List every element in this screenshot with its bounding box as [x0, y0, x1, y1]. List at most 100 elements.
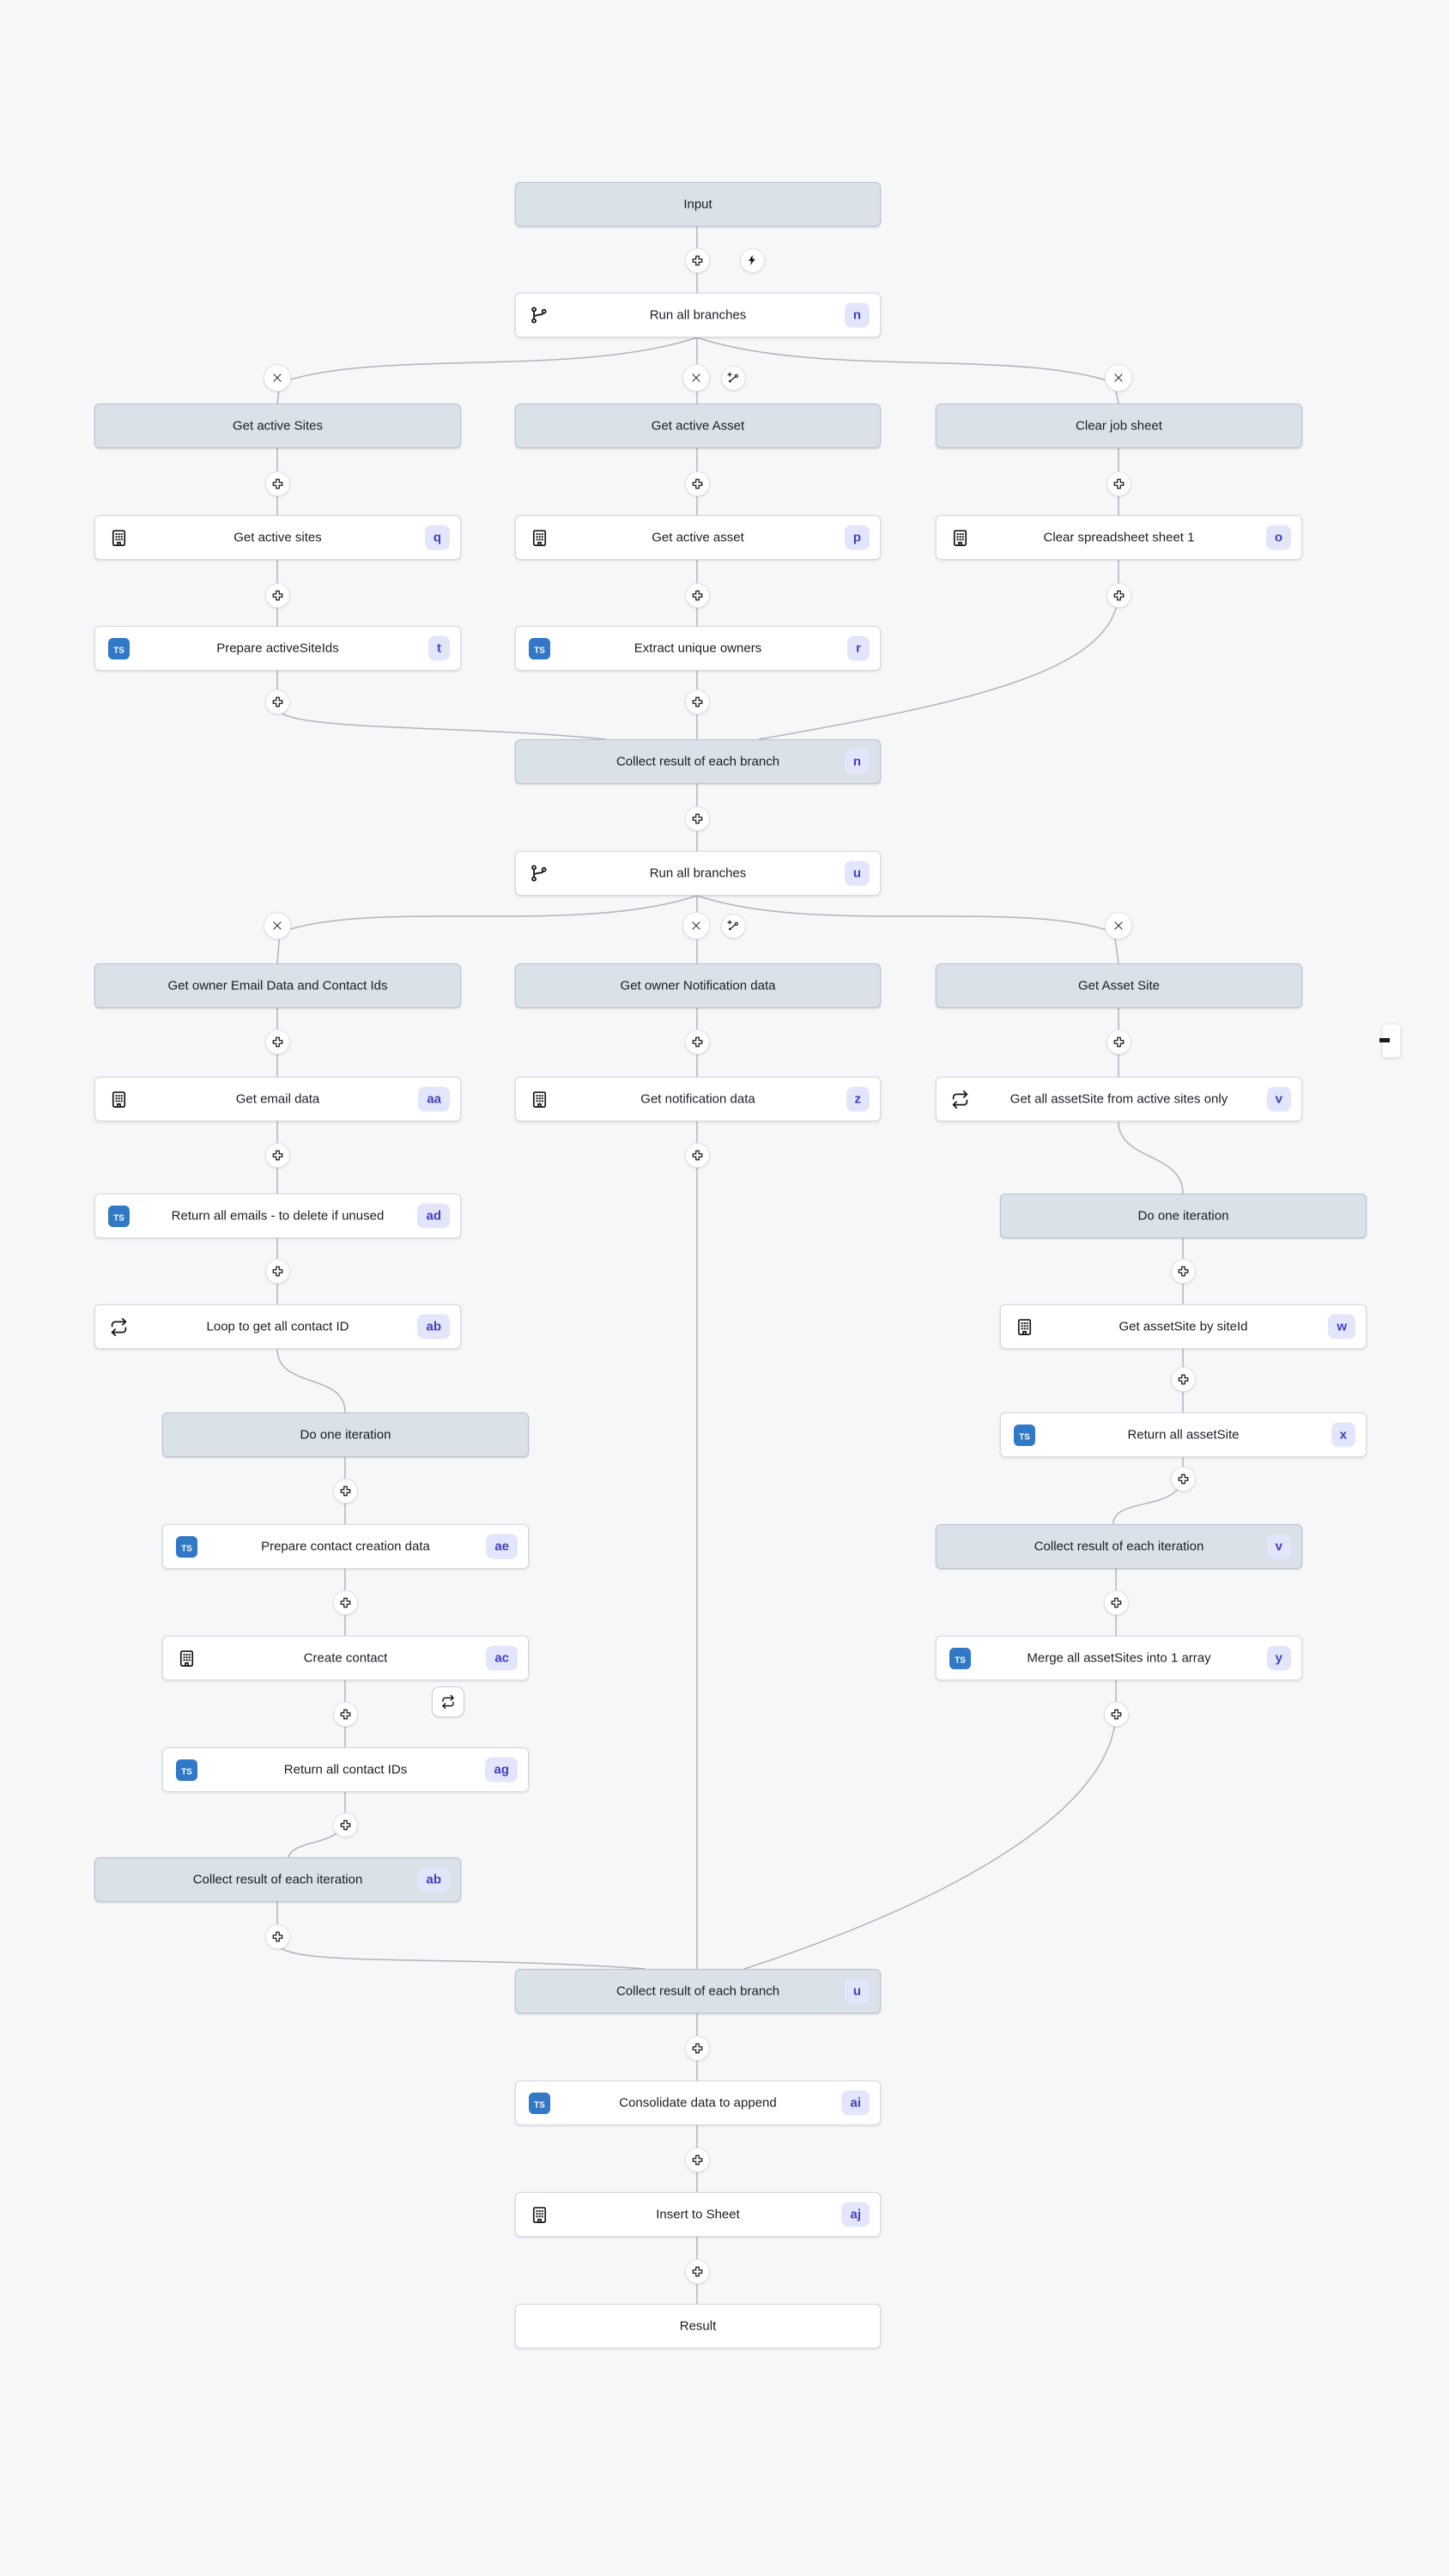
delete-branch-button[interactable] — [682, 912, 710, 939]
branch-header-get-owner-notification[interactable]: Get owner Notification data — [515, 963, 881, 1008]
branch-header-get-active-asset[interactable]: Get active Asset — [515, 404, 881, 448]
node-label: Get notification data — [640, 1091, 755, 1107]
building-icon — [107, 1088, 130, 1110]
branch-header-clear-job-sheet[interactable]: Clear job sheet — [936, 404, 1302, 448]
add-step-button[interactable] — [1103, 1701, 1129, 1727]
add-branch-button[interactable] — [720, 913, 746, 939]
node-id-badge: o — [1265, 525, 1291, 550]
add-step-button[interactable] — [1170, 1366, 1196, 1392]
loop-header-do-one-iteration-right[interactable]: Do one iteration — [1000, 1194, 1367, 1238]
node-get-all-assetsite[interactable]: Get all assetSite from active sites only… — [936, 1077, 1302, 1121]
add-step-button[interactable] — [684, 471, 710, 496]
node-result[interactable]: Result — [515, 2304, 881, 2348]
plus-icon — [271, 477, 284, 490]
node-label: Get owner Email Data and Contact Ids — [167, 978, 388, 993]
branch-header-get-owner-email[interactable]: Get owner Email Data and Contact Ids — [94, 963, 461, 1008]
collapsed-panel-handle[interactable] — [1379, 1024, 1401, 1058]
delete-branch-button[interactable] — [1105, 364, 1132, 392]
add-step-button[interactable] — [684, 689, 710, 714]
add-step-button[interactable] — [264, 471, 290, 496]
add-step-button[interactable] — [1170, 1466, 1196, 1492]
add-step-button[interactable] — [264, 582, 290, 608]
node-label: Get active Sites — [232, 418, 324, 434]
plus-icon — [1110, 1596, 1123, 1609]
add-step-button[interactable] — [1106, 1029, 1131, 1054]
plus-icon — [691, 2265, 704, 2278]
node-label: Get all assetSite from active sites only — [1009, 1091, 1228, 1107]
add-step-button[interactable] — [1170, 1258, 1196, 1284]
add-branch-button[interactable] — [720, 365, 746, 391]
add-step-button[interactable] — [684, 1029, 710, 1054]
node-input[interactable]: Input — [515, 182, 881, 227]
node-id-badge: ab — [417, 1867, 450, 1893]
building-icon — [1013, 1315, 1035, 1338]
add-step-button[interactable] — [264, 1029, 290, 1054]
add-step-button[interactable] — [264, 689, 290, 714]
branch-header-get-asset-site[interactable]: Get Asset Site — [936, 963, 1302, 1008]
add-step-button[interactable] — [264, 1923, 290, 1949]
add-step-button[interactable] — [332, 1812, 358, 1838]
node-label: Insert to Sheet — [656, 2207, 740, 2222]
close-icon — [1113, 920, 1125, 932]
building-icon — [175, 1647, 197, 1669]
connector — [696, 337, 1119, 404]
branch-header-get-active-sites[interactable]: Get active Sites — [94, 404, 461, 448]
add-step-button[interactable] — [1106, 471, 1131, 496]
node-label: Prepare contact creation data — [261, 1539, 430, 1554]
add-step-button[interactable] — [332, 1478, 358, 1504]
building-icon — [528, 526, 550, 549]
loop-header-do-one-iteration-left[interactable]: Do one iteration — [162, 1413, 529, 1457]
add-step-button[interactable] — [264, 1142, 290, 1168]
close-icon — [690, 372, 702, 384]
add-step-button[interactable] — [684, 2258, 710, 2284]
add-step-button[interactable] — [332, 1701, 358, 1727]
add-step-button[interactable] — [684, 805, 710, 831]
node-id-badge: n — [844, 749, 870, 775]
delete-branch-button[interactable] — [264, 912, 291, 939]
building-icon — [949, 526, 971, 549]
node-id-badge: u — [844, 860, 870, 886]
trigger-button[interactable] — [739, 247, 765, 273]
add-step-button[interactable] — [684, 2035, 710, 2061]
connector — [276, 1348, 346, 1413]
plus-icon — [339, 1708, 352, 1721]
node-label: Create contact — [303, 1650, 388, 1666]
delete-branch-button[interactable] — [264, 364, 291, 392]
add-step-button[interactable] — [684, 1142, 710, 1168]
add-step-button[interactable] — [1103, 1589, 1129, 1615]
building-icon — [528, 1088, 550, 1110]
node-id-badge: p — [844, 525, 870, 550]
add-step-button[interactable] — [684, 2147, 710, 2172]
add-step-button[interactable] — [332, 1589, 358, 1615]
delete-branch-button[interactable] — [682, 364, 710, 392]
add-step-button[interactable] — [1106, 582, 1131, 608]
add-step-button[interactable] — [684, 247, 710, 273]
add-step-button[interactable] — [264, 1258, 290, 1284]
add-step-button[interactable] — [684, 582, 710, 608]
delete-branch-button[interactable] — [1105, 912, 1132, 939]
